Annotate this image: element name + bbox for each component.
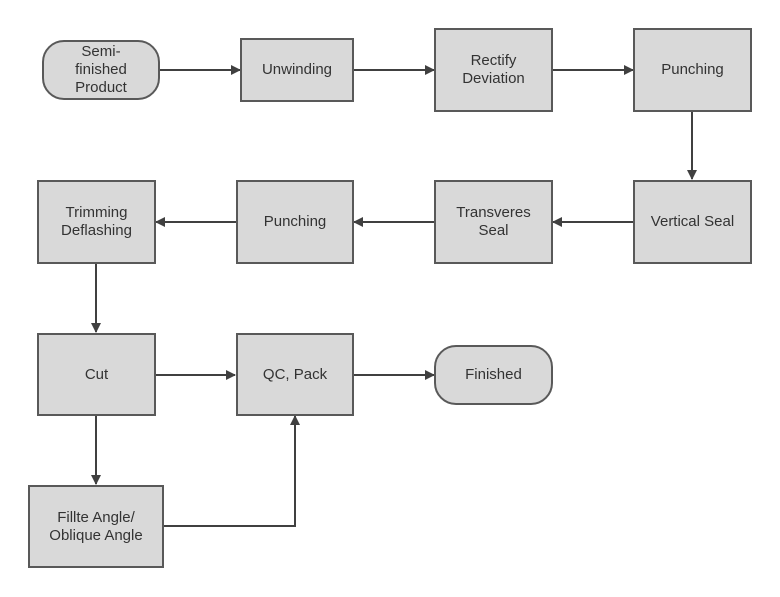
node-finished-label: Finished	[465, 366, 522, 383]
node-trimming-deflashing: Trimming Deflashing	[37, 180, 156, 264]
node-rectify-deviation: Rectify Deviation	[434, 28, 553, 112]
node-qc-pack-label: QC, Pack	[262, 365, 328, 383]
node-punching-top: Punching	[633, 28, 752, 112]
node-semi-finished-product-label: Semi- finished Product	[75, 43, 127, 96]
node-unwinding: Unwinding	[240, 38, 354, 102]
node-trimming-deflashing-label: Trimming Deflashing	[61, 204, 132, 239]
node-qc-pack: QC, Pack	[236, 333, 354, 416]
node-cut-label: Cut	[84, 365, 109, 383]
node-fillte-oblique-angle: Fillte Angle/ Oblique Angle	[28, 485, 164, 568]
arrow-fillte-angle-to-qc-pack	[164, 415, 300, 527]
node-finished: Finished	[434, 345, 553, 405]
node-punching-middle-label: Punching	[263, 213, 327, 230]
node-cut: Cut	[37, 333, 156, 416]
node-vertical-seal-label: Vertical Seal	[650, 213, 735, 230]
node-vertical-seal: Vertical Seal	[633, 180, 752, 264]
node-transveres-seal: Transveres Seal	[434, 180, 553, 264]
node-transveres-seal-label: Transveres Seal	[456, 204, 531, 239]
node-semi-finished-product: Semi- finished Product	[42, 40, 160, 100]
node-unwinding-label: Unwinding	[261, 61, 333, 78]
node-rectify-deviation-label: Rectify Deviation	[462, 52, 525, 87]
node-punching-middle: Punching	[236, 180, 354, 264]
node-fillte-oblique-angle-label: Fillte Angle/ Oblique Angle	[49, 508, 143, 544]
node-punching-top-label: Punching	[661, 61, 724, 78]
